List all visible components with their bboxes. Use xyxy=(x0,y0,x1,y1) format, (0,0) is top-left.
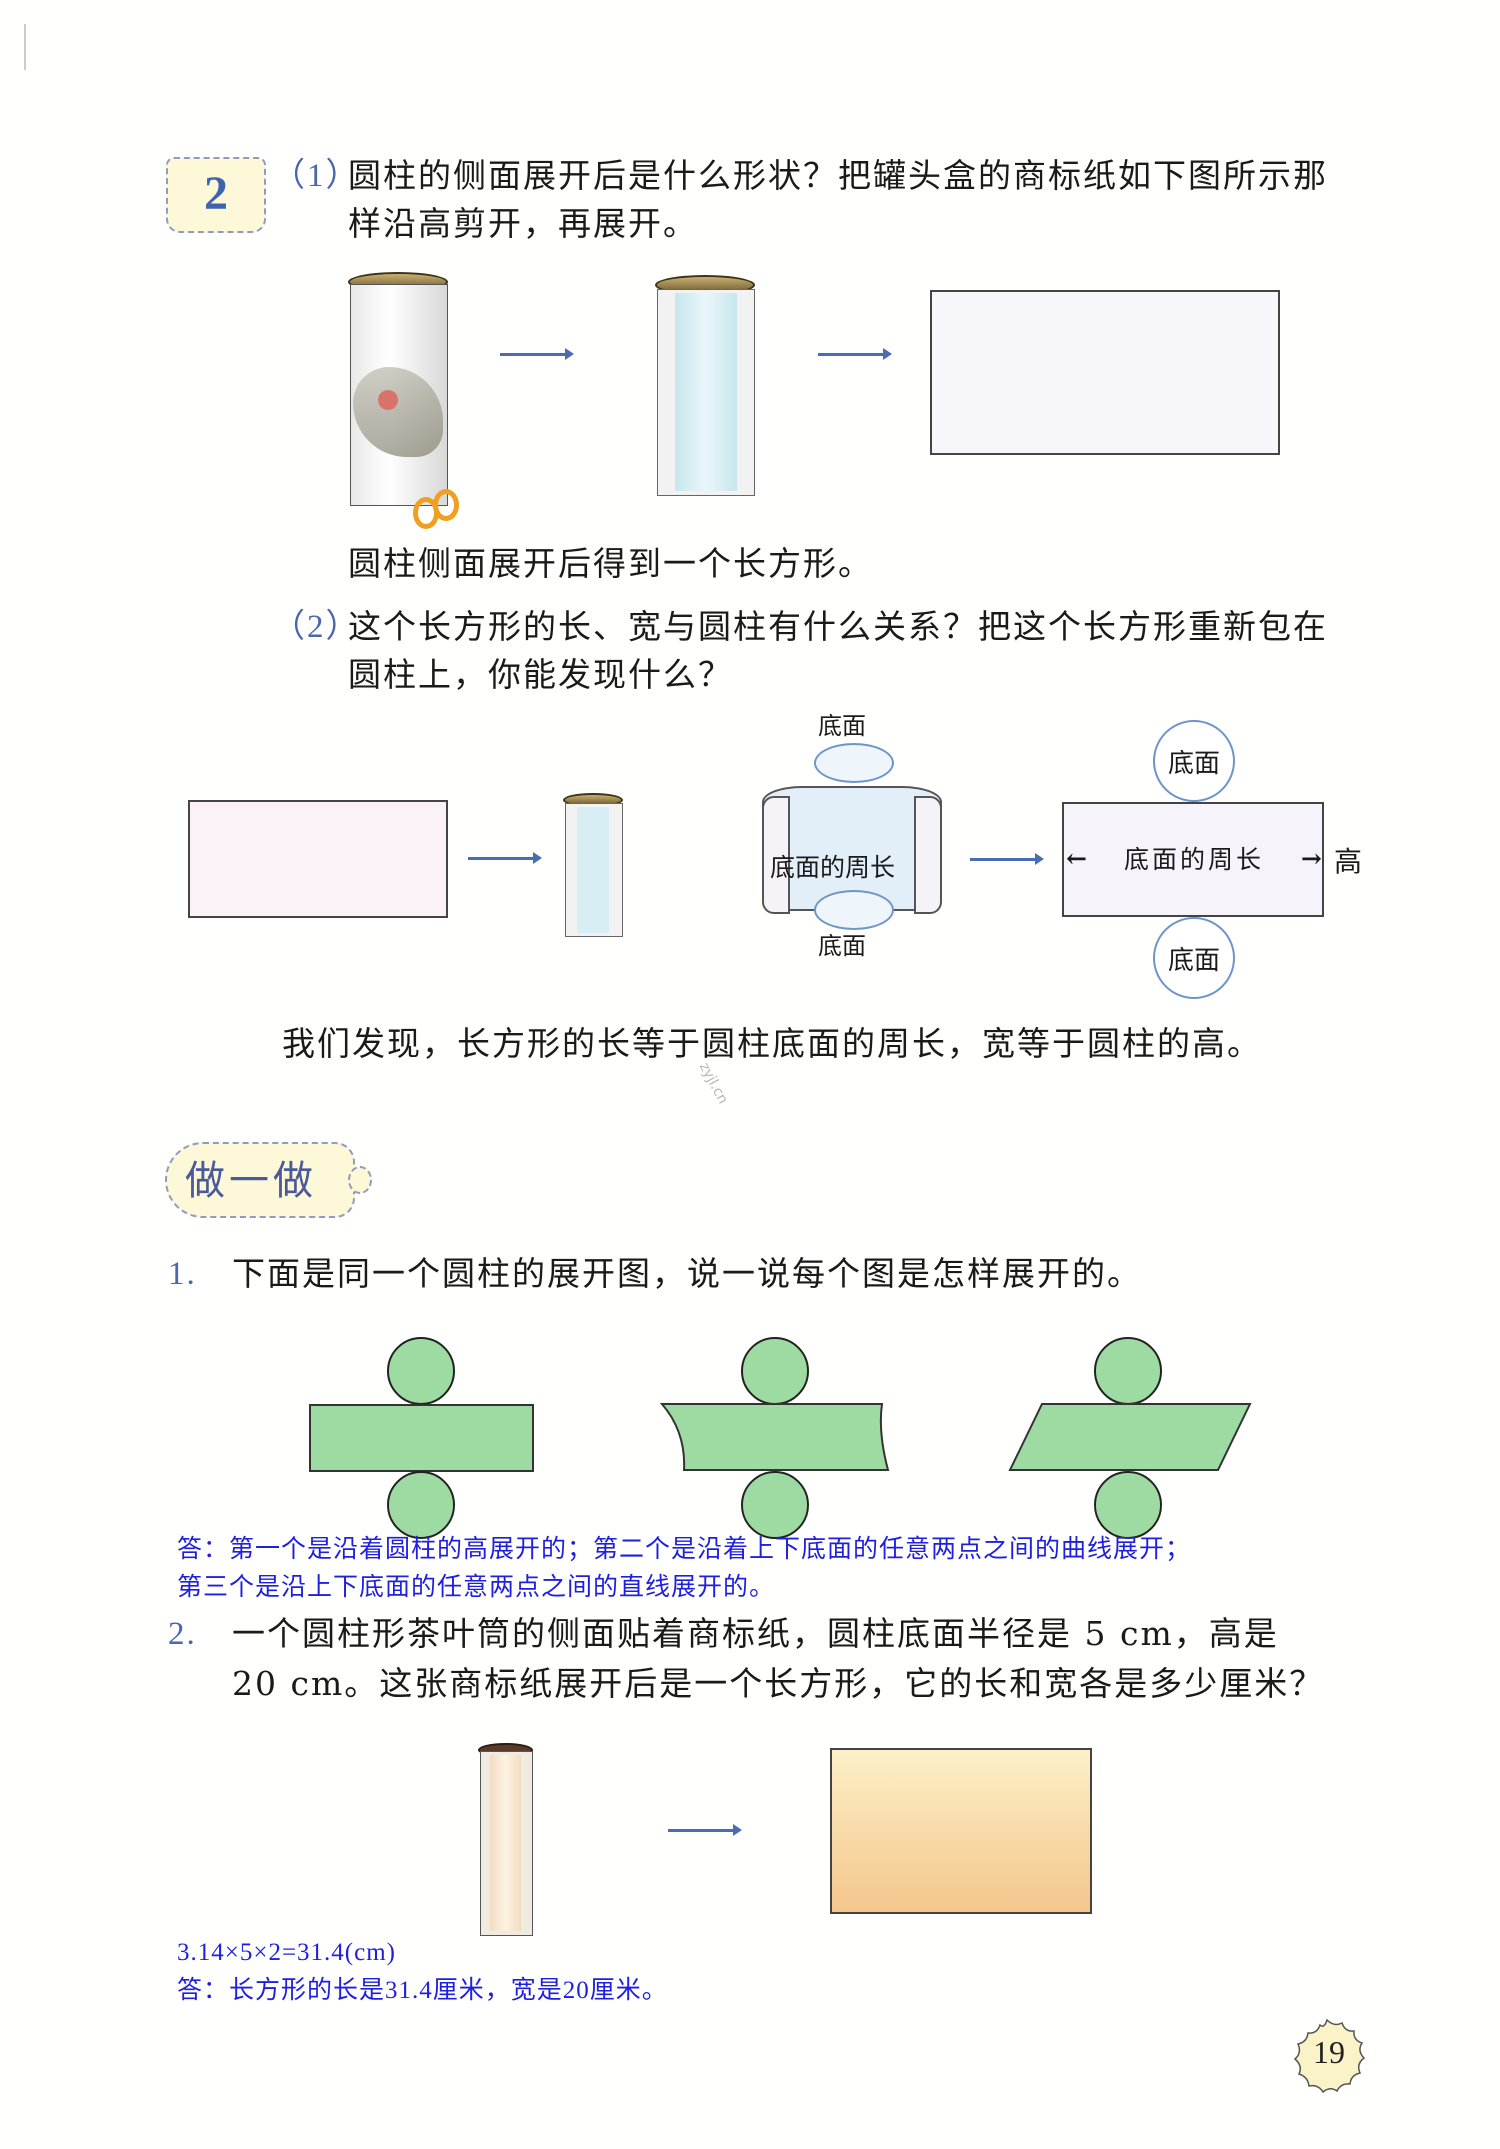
arrow-left-icon: ← xyxy=(1066,843,1087,873)
net1-top-circle xyxy=(387,1337,455,1405)
cut-can-illustration xyxy=(655,275,755,500)
net2-top-circle xyxy=(741,1337,809,1405)
top-base-ellipse xyxy=(814,743,894,783)
part1-line2: 样沿高剪开，再展开。 xyxy=(348,204,698,243)
q1-answer-line2: 第三个是沿上下底面的任意两点之间的直线展开的。 xyxy=(177,1574,776,1601)
practice-title: 做一做 xyxy=(185,1158,317,1204)
bottom-base-label: 底面 xyxy=(818,932,866,960)
bottom-base-ellipse xyxy=(814,890,894,930)
part1-conclusion: 圆柱侧面展开后得到一个长方形。 xyxy=(348,544,873,583)
pink-rectangle xyxy=(188,800,448,918)
part1-label: （1） xyxy=(272,158,361,194)
net1-bottom-circle xyxy=(387,1471,455,1539)
q1-answer-line1: 答：第一个是沿着圆柱的高展开的；第二个是沿着上下底面的任意两点之间的曲线展开； xyxy=(177,1536,1192,1563)
q2-calculation: 3.14×5×2=31.4(cm) xyxy=(177,1939,396,1966)
unrolled-rectangle xyxy=(930,290,1280,455)
label-paper-rectangle xyxy=(830,1748,1092,1914)
part1-line1: 圆柱的侧面展开后是什么形状？把罐头盒的商标纸如下图所示那 xyxy=(348,156,1328,195)
net2-curved-shape xyxy=(660,1403,890,1471)
arrow-right-icon xyxy=(818,348,892,360)
arrow-right-icon xyxy=(468,852,542,864)
net1-rectangle xyxy=(309,1404,534,1472)
part2-line2: 圆柱上，你能发现什么？ xyxy=(348,655,733,694)
net2-bottom-circle xyxy=(741,1471,809,1539)
net3-top-circle xyxy=(1094,1337,1162,1405)
arrow-right-icon xyxy=(668,1824,742,1836)
bottom-base-circle: 底面 xyxy=(1153,917,1235,999)
net-rectangle xyxy=(1062,802,1324,917)
q2-number: 2. xyxy=(168,1616,197,1652)
top-base-circle: 底面 xyxy=(1153,720,1235,802)
part2-finding: 我们发现，长方形的长等于圆柱底面的周长，宽等于圆柱的高。 xyxy=(282,1024,1262,1063)
open-cylinder xyxy=(762,776,942,916)
part2-line1: 这个长方形的长、宽与圆柱有什么关系？把这个长方形重新包在 xyxy=(348,607,1328,646)
arrow-right-icon: → xyxy=(1301,843,1322,873)
q1-number: 1. xyxy=(168,1256,197,1292)
circumference-dimension: ← 底面的周长 → xyxy=(1066,840,1322,876)
arrow-right-icon xyxy=(970,853,1044,865)
net-circumference-label: 底面的周长 xyxy=(1123,845,1264,874)
circumference-label: 底面的周长 xyxy=(770,853,896,882)
q2-line1: 一个圆柱形茶叶筒的侧面贴着商标纸，圆柱底面半径是 5 cm，高是 xyxy=(232,1614,1279,1653)
practice-header: 做一做 xyxy=(165,1142,375,1218)
section-badge: 2 xyxy=(166,157,266,233)
page-number-badge xyxy=(1293,2018,1366,2094)
scissors-icon xyxy=(413,477,459,537)
margin-line xyxy=(24,24,26,70)
arrow-right-icon xyxy=(500,348,574,360)
q1-text: 下面是同一个圆柱的展开图，说一说每个图是怎样展开的。 xyxy=(232,1254,1142,1293)
section-number: 2 xyxy=(204,167,228,220)
top-base-label: 底面 xyxy=(818,712,866,740)
net3-bottom-circle xyxy=(1094,1471,1162,1539)
height-label: 高 xyxy=(1334,845,1363,878)
q2-line2: 20 cm。这张商标纸展开后是一个长方形，它的长和宽各是多少厘米？ xyxy=(232,1664,1325,1703)
net3-parallelogram xyxy=(1008,1403,1252,1471)
tea-tin-illustration xyxy=(478,1743,533,1938)
part2-label: （2） xyxy=(272,609,361,645)
q2-answer: 答：长方形的长是31.4厘米，宽是20厘米。 xyxy=(177,1977,668,2004)
wrapped-can-illustration xyxy=(563,793,623,938)
page-number: 19 xyxy=(1313,2034,1345,2070)
can-with-label-illustration xyxy=(348,272,459,529)
